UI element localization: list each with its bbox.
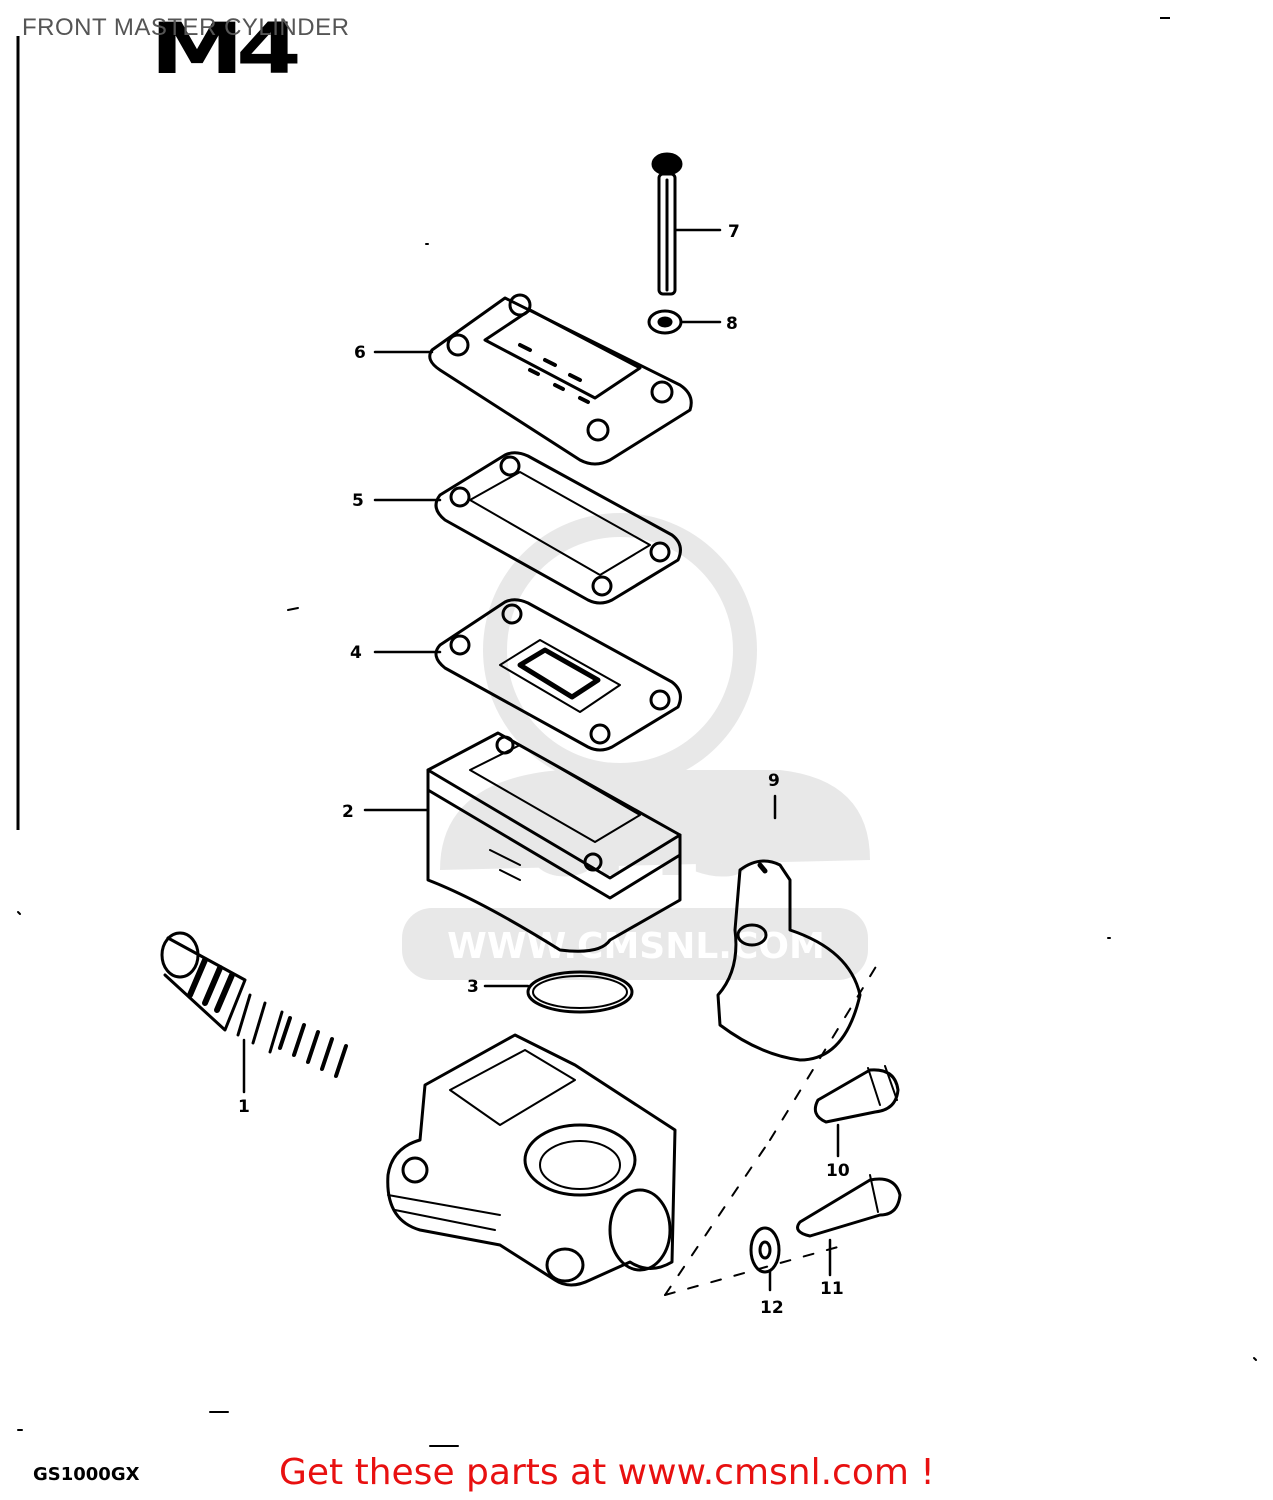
reservoir-icon [426, 731, 682, 953]
part-number: 6 [354, 343, 366, 363]
leader-lines [242, 228, 840, 1292]
bolt-icon [796, 1174, 902, 1238]
get-parts-link[interactable]: Get these parts at www.cmsnl.com ! [279, 1452, 935, 1493]
lever-holder-icon [716, 859, 862, 1062]
part-number: 9 [768, 771, 780, 791]
washer-icon [647, 309, 683, 335]
part-number-labels: 7 8 6 5 4 2 3 1 9 10 11 12 [238, 222, 850, 1318]
part-number: 4 [350, 643, 362, 663]
part-number: 10 [826, 1161, 850, 1181]
part-number: 1 [238, 1097, 250, 1117]
reservoir-cap-icon [428, 293, 693, 466]
watermark-text: WWW.CMSNL.COM [447, 926, 825, 967]
part-number: 8 [726, 314, 738, 334]
part-number: 2 [342, 802, 354, 822]
part-number: 5 [352, 491, 364, 511]
part-number: 11 [820, 1279, 844, 1299]
cylinder-body-icon [386, 1033, 677, 1287]
part-number: 7 [728, 222, 740, 242]
o-ring-icon [526, 970, 634, 1014]
screw-icon [651, 152, 683, 296]
part-number: 12 [760, 1298, 784, 1318]
washer-icon [749, 1226, 781, 1274]
diaphragm-icon [434, 598, 682, 752]
model-label: GS1000GX [33, 1464, 140, 1485]
gasket-icon [434, 451, 682, 605]
section-code: M4 [150, 8, 302, 90]
part-number: 3 [467, 977, 479, 997]
piston-spring-icon [160, 931, 348, 1078]
bolt-icon [813, 1065, 900, 1124]
scan-marks [17, 243, 1257, 1447]
alignment-lines [664, 894, 881, 1296]
cms-watermark: CMS WWW.CMSNL.COM [402, 513, 870, 980]
page-title: FRONT MASTER CYLINDER [22, 14, 350, 41]
